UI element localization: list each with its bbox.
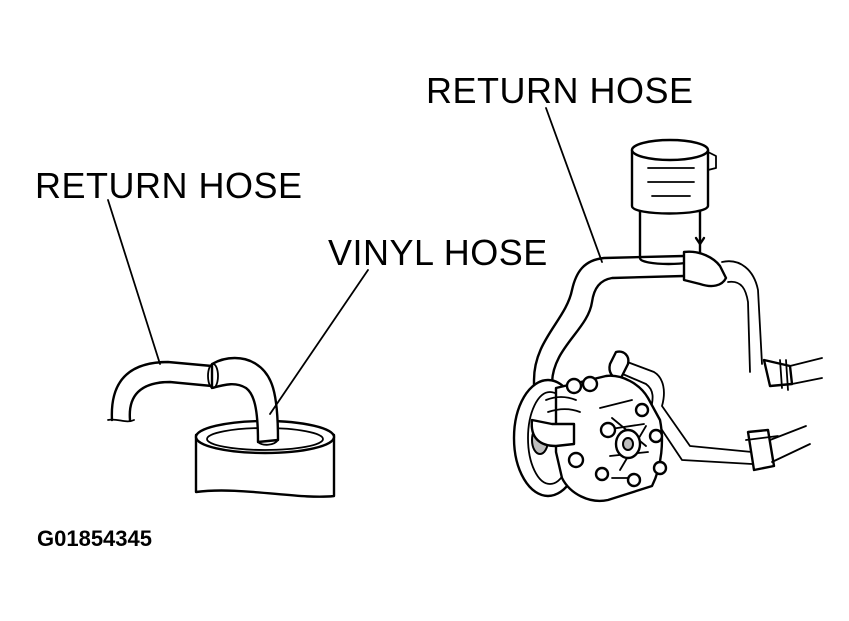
return-hose-right — [532, 236, 823, 422]
leader-line-return-right — [545, 107, 603, 263]
right-illustration — [512, 107, 823, 503]
left-illustration — [107, 199, 369, 498]
label-return-hose-right: RETURN HOSE — [426, 70, 694, 111]
vinyl-hose — [207, 356, 280, 446]
reservoir — [630, 138, 717, 266]
label-vinyl-hose: VINYL HOSE — [328, 232, 548, 273]
power-steering-pump — [512, 374, 668, 503]
figure-code: G01854345 — [37, 526, 152, 551]
bolt-group — [565, 375, 668, 488]
return-hose-left — [107, 360, 214, 423]
leader-line-return-left — [107, 199, 161, 365]
leader-line-vinyl — [269, 269, 369, 415]
label-return-hose-left: RETURN HOSE — [35, 165, 303, 206]
